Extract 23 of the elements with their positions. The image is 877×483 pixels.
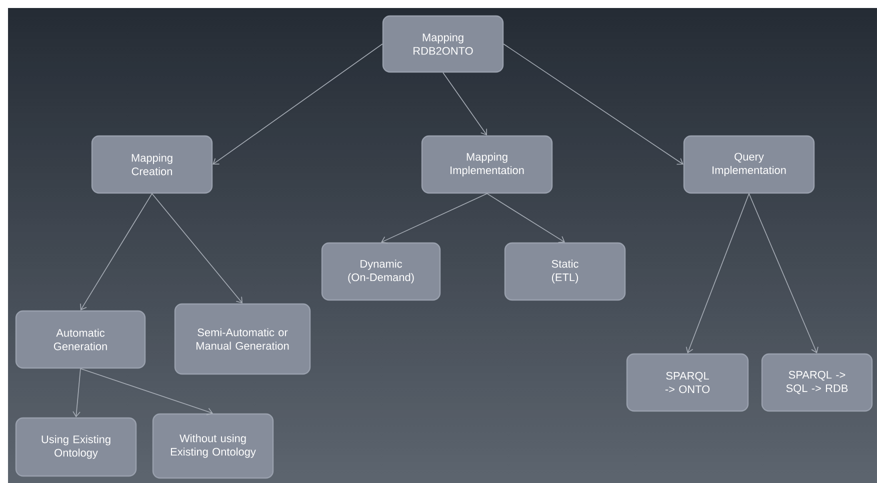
box: Dynamic (On-Demand) [321, 242, 441, 301]
arrow [503, 44, 684, 165]
arrow [748, 193, 818, 354]
box: Without using Existing Ontology [152, 413, 274, 479]
box: Mapping Creation [91, 135, 213, 194]
box: Using Existing Ontology [15, 417, 137, 477]
arrow [80, 193, 152, 310]
arrow [152, 193, 242, 304]
box: Static (ETL) [504, 242, 626, 301]
box: Automatic Generation [15, 310, 146, 369]
arrow [381, 193, 488, 244]
box: Query Implementation [683, 135, 815, 194]
arrow [686, 193, 750, 354]
arrow [72, 368, 81, 418]
arrow [486, 193, 565, 243]
box: SPARQL -> ONTO [626, 353, 749, 412]
box: Mapping Implementation [421, 135, 553, 194]
arrow [212, 44, 383, 164]
arrow [80, 368, 213, 416]
box: Semi-Automatic or Manual Generation [174, 303, 311, 375]
box: Mapping RDB2ONTO [382, 15, 504, 73]
box: SPARQL -> SQL -> RDB [761, 353, 873, 412]
arrow [442, 72, 487, 136]
